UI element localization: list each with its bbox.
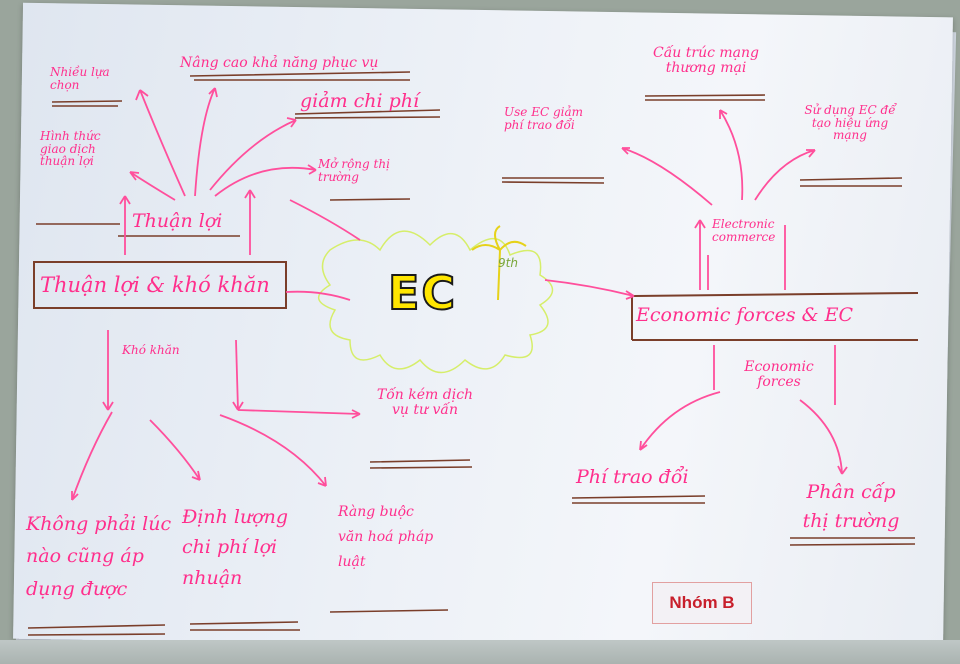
difficulty-label: Khó khăn xyxy=(122,343,180,357)
electronic-commerce-label: Electronic commerce xyxy=(712,217,776,244)
left-main-box-outline xyxy=(33,261,287,309)
left-main-box-label: Thuận lợi & khó khăn xyxy=(40,273,270,297)
difficulty-culture-law: Ràng buộc văn hoá pháp luật xyxy=(338,504,434,571)
advantage-choices: Nhiều lựa chọn xyxy=(50,65,110,92)
floor xyxy=(0,640,960,664)
right-main-box-outline xyxy=(631,292,919,341)
economic-forces-label: Economic forces xyxy=(744,359,814,390)
force-exchange-fee: Phí trao đổi xyxy=(576,466,689,488)
center-burst xyxy=(318,230,554,374)
advantage-label: Thuận lợi xyxy=(132,210,223,232)
group-tag: Nhóm B xyxy=(652,582,752,624)
palm-doodle xyxy=(471,225,527,301)
difficulty-consulting: Tốn kém dịch vụ tư vấn xyxy=(376,387,474,418)
ec-network-structure: Cấu trúc mạng thương mại xyxy=(653,45,759,76)
right-main-box-label: Economic forces & EC xyxy=(636,304,853,326)
advantage-market: Mở rộng thị trường xyxy=(318,157,390,184)
center-title: EC xyxy=(387,265,458,321)
ec-reduce-cost: Use EC giảm phí trao đổi xyxy=(504,105,583,132)
left-arrows xyxy=(71,87,361,501)
ec-network-effect: Sử dụng EC để tạo hiệu ứng mạng xyxy=(804,103,896,143)
right-underlines xyxy=(501,94,916,546)
difficulty-not-always: Không phải lúc nào cũng áp dụng được xyxy=(26,513,172,600)
force-market-hierarchy: Phân cấp thị trường xyxy=(802,481,900,532)
advantage-service: Nâng cao khả năng phục vụ xyxy=(180,55,379,71)
advantage-transaction: Hình thức giao dịch thuận lợi xyxy=(40,129,101,169)
center-superscript: 9th xyxy=(498,256,518,270)
advantage-cost: giảm chi phí xyxy=(300,90,420,112)
difficulty-quantify: Định lượng chi phí lợi nhuận xyxy=(182,506,289,589)
left-underlines xyxy=(27,71,473,636)
right-arrows xyxy=(544,109,848,475)
